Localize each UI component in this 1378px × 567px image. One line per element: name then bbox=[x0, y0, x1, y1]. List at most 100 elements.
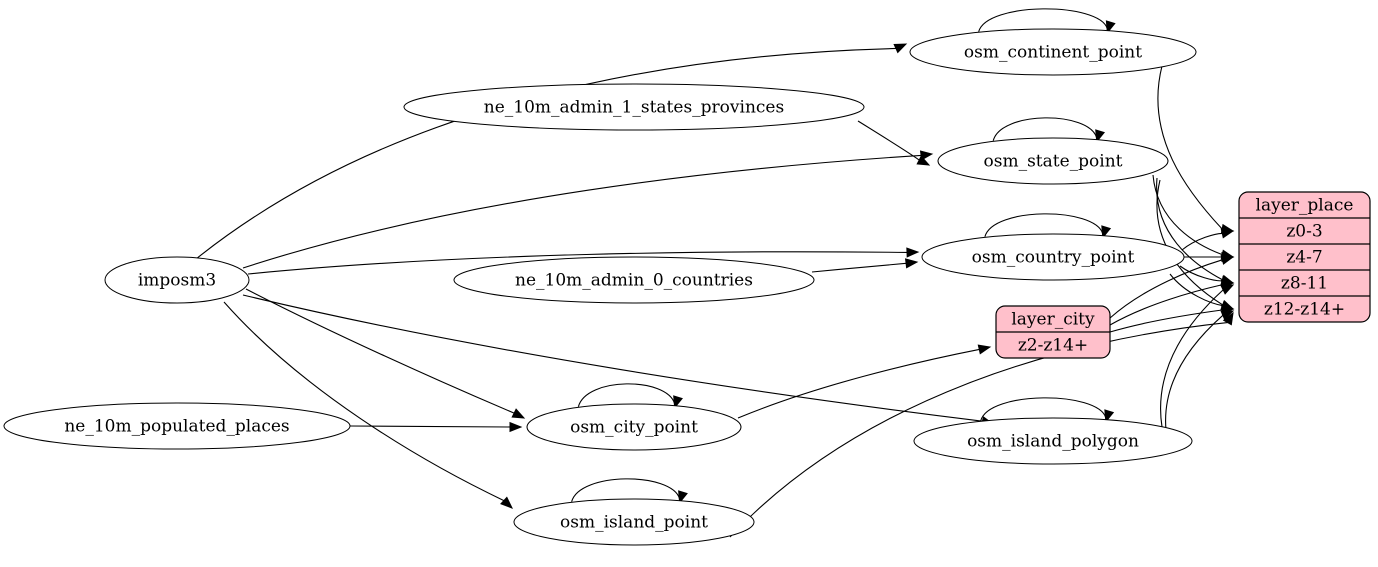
record-node-layer_city[interactable]: layer_city z2-z14+ bbox=[995, 305, 1111, 359]
node-shape-imposm3[interactable] bbox=[104, 256, 250, 304]
node-shape-osm_continent_point[interactable] bbox=[909, 28, 1197, 76]
edges-layer bbox=[195, 8, 1235, 538]
node-label-ne_10m_admin_1_states_provinces: ne_10m_admin_1_states_provinces bbox=[484, 98, 784, 118]
edge-arrowhead bbox=[509, 421, 523, 433]
node-ne_10m_admin_0_countries[interactable]: ne_10m_admin_0_countries bbox=[453, 256, 815, 304]
edge-arrowhead bbox=[1095, 129, 1106, 144]
node-label-ne_10m_admin_0_countries: ne_10m_admin_0_countries bbox=[515, 271, 753, 291]
node-osm_island_polygon[interactable]: osm_island_polygon bbox=[913, 417, 1193, 465]
node-label-osm_country_point: osm_country_point bbox=[972, 248, 1135, 268]
edge-path bbox=[1179, 265, 1223, 282]
edge-osm_island_polygon--layer_place.z8-11 bbox=[1160, 284, 1235, 428]
edge-path bbox=[1156, 179, 1224, 306]
record-row-layer_place-layer_place: layer_place bbox=[1256, 196, 1354, 216]
node-osm_state_point[interactable]: osm_state_point bbox=[937, 137, 1169, 185]
edge-imposm3--osm_city_point bbox=[245, 288, 526, 419]
record-row-layer_place-z4-7[interactable]: z4-7 bbox=[1286, 248, 1322, 268]
edge-path bbox=[1169, 273, 1223, 307]
edge-arrowhead bbox=[916, 155, 931, 166]
node-ne_10m_admin_1_states_provinces[interactable]: ne_10m_admin_1_states_provinces bbox=[403, 83, 865, 131]
node-imposm3[interactable]: imposm3 bbox=[104, 256, 250, 304]
node-shape-ne_10m_populated_places[interactable] bbox=[3, 402, 351, 450]
edge-path bbox=[1109, 259, 1223, 319]
node-shape-osm_state_point[interactable] bbox=[937, 137, 1169, 185]
node-label-osm_island_point: osm_island_point bbox=[560, 513, 708, 533]
self-loop-edge-osm_country_point bbox=[984, 213, 1112, 240]
edge-arrowhead bbox=[1104, 409, 1115, 424]
record-row-layer_place-z12-z14+[interactable]: z12-z14+ bbox=[1264, 300, 1345, 320]
node-label-osm_island_polygon: osm_island_polygon bbox=[967, 432, 1139, 452]
record-row-layer_place-z0-3[interactable]: z0-3 bbox=[1286, 222, 1322, 242]
node-label-osm_state_point: osm_state_point bbox=[984, 152, 1123, 172]
edge-imposm3--osm_continent_point bbox=[195, 43, 908, 260]
edge-arrowhead bbox=[1220, 228, 1235, 239]
node-osm_island_point[interactable]: osm_island_point bbox=[513, 498, 755, 546]
edge-ne_10m_populated_places--osm_city_point bbox=[349, 421, 523, 433]
edge-path bbox=[1157, 65, 1223, 230]
edge-osm_island_point--layer_place.z12-z14+ bbox=[729, 311, 1234, 538]
edge-imposm3--osm_state_point bbox=[242, 150, 934, 269]
edge-path bbox=[729, 321, 1228, 538]
edge-layer_city--layer_place.z12-z14+ bbox=[1109, 304, 1235, 333]
edge-layer_city--layer_place.z4-7 bbox=[1109, 254, 1235, 319]
node-shape-osm_city_point[interactable] bbox=[526, 403, 742, 451]
edge-path bbox=[1152, 174, 1223, 256]
edge-path bbox=[1165, 314, 1224, 431]
self-loop-edge-osm_continent_point bbox=[978, 8, 1116, 35]
node-shape-osm_island_polygon[interactable] bbox=[913, 417, 1193, 465]
edge-arrowhead bbox=[673, 395, 683, 410]
edge-path bbox=[223, 301, 505, 502]
node-label-osm_city_point: osm_city_point bbox=[570, 418, 698, 438]
edge-path bbox=[992, 117, 1098, 141]
edge-arrowhead bbox=[893, 43, 908, 54]
node-shape-osm_island_point[interactable] bbox=[513, 498, 755, 546]
node-osm_city_point[interactable]: osm_city_point bbox=[526, 403, 742, 451]
node-shape-ne_10m_admin_1_states_provinces[interactable] bbox=[403, 83, 865, 131]
edge-path bbox=[577, 383, 676, 407]
edge-path bbox=[1109, 309, 1223, 333]
edge-path bbox=[984, 213, 1104, 237]
node-label-ne_10m_populated_places: ne_10m_populated_places bbox=[64, 417, 289, 437]
edge-path bbox=[978, 8, 1108, 32]
edge-arrowhead bbox=[678, 490, 688, 505]
node-label-osm_continent_point: osm_continent_point bbox=[964, 43, 1142, 63]
node-label-imposm3: imposm3 bbox=[138, 271, 216, 291]
edge-arrowhead bbox=[511, 408, 526, 419]
self-loop-edge-osm_island_polygon bbox=[980, 397, 1115, 424]
node-osm_country_point[interactable]: osm_country_point bbox=[921, 233, 1185, 281]
record-row-layer_city-layer_city: layer_city bbox=[1011, 310, 1095, 330]
node-ne_10m_populated_places[interactable]: ne_10m_populated_places bbox=[3, 402, 351, 450]
edge-path bbox=[1109, 284, 1223, 326]
edge-path bbox=[737, 348, 980, 419]
record-row-layer_place-z8-11[interactable]: z8-11 bbox=[1281, 274, 1328, 294]
edge-path bbox=[980, 397, 1107, 421]
edge-osm_continent_point--layer_place.z0-3 bbox=[1157, 65, 1235, 234]
edge-osm_country_point--layer_place.z0-3 bbox=[1181, 228, 1235, 251]
record-node-layer_place[interactable]: layer_place z0-3 z4-7 z8-11 z12-z14+ bbox=[1238, 191, 1371, 323]
node-shape-osm_country_point[interactable] bbox=[921, 233, 1185, 281]
record-box-layer_place[interactable] bbox=[1238, 191, 1371, 323]
node-shape-ne_10m_admin_0_countries[interactable] bbox=[453, 256, 815, 304]
edge-arrowhead bbox=[1101, 225, 1112, 240]
edge-path bbox=[242, 154, 922, 269]
edge-path bbox=[1181, 232, 1223, 251]
edge-arrowhead bbox=[1220, 284, 1235, 295]
nodes-layer: imposm3 ne_10m_populated_places ne_10m_adm… bbox=[3, 28, 1371, 546]
edge-osm_state_point--layer_place.z12-z14+ bbox=[1156, 179, 1235, 310]
node-osm_continent_point[interactable]: osm_continent_point bbox=[909, 28, 1197, 76]
record-row-layer_city-z2-z14+[interactable]: z2-z14+ bbox=[1018, 336, 1088, 356]
edge-path bbox=[571, 478, 681, 502]
edge-arrowhead bbox=[1220, 254, 1235, 265]
edge-arrowhead bbox=[977, 344, 992, 355]
self-loop-edge-osm_state_point bbox=[992, 117, 1106, 144]
edge-path bbox=[811, 262, 907, 273]
edge-arrowhead bbox=[500, 496, 513, 509]
edge-arrowhead bbox=[1222, 311, 1234, 326]
edge-imposm3--osm_island_point bbox=[223, 301, 513, 509]
edge-osm_city_point--layer_city.z2-z14+ bbox=[737, 344, 992, 419]
edge-path bbox=[857, 120, 920, 161]
edge-path bbox=[1160, 289, 1224, 428]
self-loop-edge-osm_city_point bbox=[577, 383, 683, 410]
